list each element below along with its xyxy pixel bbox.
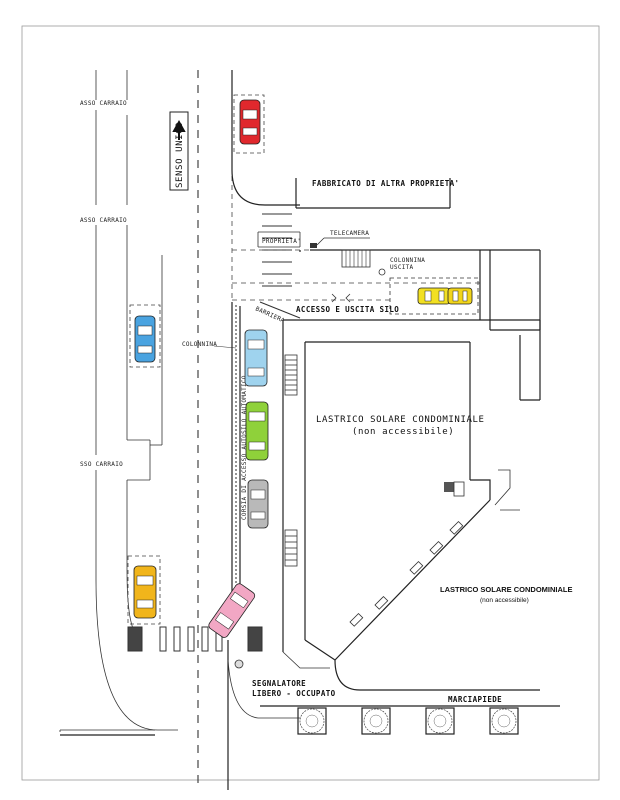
orange-car — [133, 565, 157, 619]
segnalatore: SEGNALATORE LIBERO - OCCUPATO — [234, 659, 336, 698]
passo-carraio-label-1: ASSO CARRAIO — [80, 100, 127, 107]
crosswalk-bottom — [127, 626, 263, 652]
segnalatore-icon — [234, 659, 244, 669]
tree-icon — [489, 707, 519, 735]
arrow-up-icon — [172, 119, 186, 140]
roof-diagonal-slots — [349, 520, 464, 627]
other-building: FABBRICATO DI ALTRA PROPRIETA' — [295, 178, 459, 209]
fabbricato-label: FABBRICATO DI ALTRA PROPRIETA' — [312, 179, 459, 188]
condominium-roof: LASTRICO SOLARE CONDOMINIALE (non access… — [282, 320, 541, 691]
blue-car — [134, 315, 156, 363]
colonnina-uscita-label-1: COLONNINA — [390, 257, 425, 264]
passo-carraio-label-2: ASSO CARRAIO — [80, 217, 127, 224]
passo-carraio-label-3: SSO CARRAIO — [80, 461, 123, 468]
hatch-block — [444, 482, 454, 492]
telecamera-area: PROPRIETA' TELECAMERA — [232, 230, 540, 251]
yellow-car-1 — [417, 287, 451, 305]
senso-unico-sign: SENSO UNICO — [169, 111, 189, 191]
tree-icon — [297, 707, 327, 735]
tree-icon — [361, 707, 391, 735]
left-curb — [59, 70, 178, 732]
red-car — [239, 99, 261, 145]
barriera-label: BARRIERA — [254, 305, 286, 324]
lastrico-1-label-line1: LASTRICO SOLARE CONDOMINIALE — [316, 415, 485, 425]
green-car — [245, 401, 269, 461]
senso-unico-label: SENSO UNICO — [175, 122, 185, 188]
lightblue-car — [244, 329, 268, 387]
colonnina-uscita: COLONNINA USCITA — [378, 257, 425, 276]
lastrico-1-label-line2: (non accessibile) — [352, 427, 454, 437]
lastrico-2-label-line1: LASTRICO SOLARE CONDOMINIALE — [440, 585, 573, 594]
lastrico-2-label-line2: (non accessibile) — [480, 597, 529, 604]
segnalatore-label-1: SEGNALATORE — [252, 679, 306, 688]
colonnina-leader — [213, 345, 237, 349]
stairs — [341, 249, 371, 268]
telecamera-label: TELECAMERA — [330, 230, 369, 237]
tree-icon — [425, 707, 455, 735]
proprieta-label: PROPRIETA' — [262, 238, 301, 245]
colonnina-label: COLONNINA — [182, 341, 217, 348]
corsia-lane: CORSIA DI ACCESSO AUTOSILO AUTOMATICO — [231, 302, 248, 610]
street-trees — [297, 707, 519, 735]
colonnina-uscita-label-2: USCITA — [390, 264, 414, 271]
right-curb — [227, 70, 300, 790]
marciapiede-label: MARCIAPIEDE — [448, 695, 502, 704]
pink-car — [208, 583, 256, 638]
corsia-label: CORSIA DI ACCESSO AUTOSILO AUTOMATICO — [241, 375, 248, 520]
colonnina-uscita-icon — [378, 268, 386, 276]
barriera-line — [259, 301, 301, 319]
accesso-uscita-label: ACCESSO E USCITA SILO — [296, 305, 399, 314]
gray-car — [247, 479, 269, 529]
telecamera-icon — [310, 243, 317, 248]
vent-grilles — [284, 354, 298, 567]
silo-area: ACCESSO E USCITA SILO — [232, 250, 541, 331]
page-border — [21, 25, 600, 781]
segnalatore-label-2: LIBERO - OCCUPATO — [252, 689, 336, 698]
yellow-car-2 — [447, 287, 473, 305]
parking-spots — [127, 94, 265, 625]
